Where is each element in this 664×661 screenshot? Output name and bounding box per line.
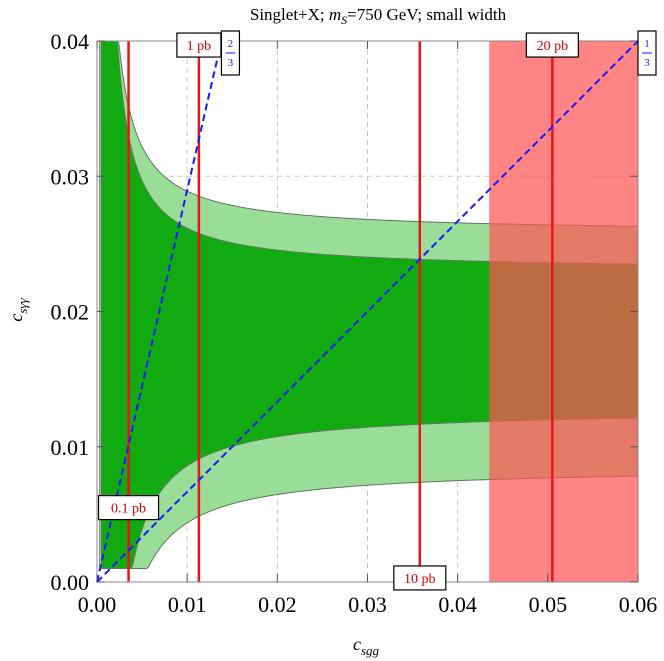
xsec-label-text: 0.1 pb bbox=[111, 502, 146, 517]
y-axis-title: csγγ bbox=[6, 297, 30, 321]
xsec-label-box: 10 pb bbox=[393, 565, 447, 591]
slope-label-box: 13 bbox=[637, 30, 657, 76]
x-tick-label: 0.05 bbox=[529, 592, 568, 617]
xsec-label-frame bbox=[393, 565, 447, 591]
slope-numerator: 2 bbox=[228, 38, 234, 50]
xsec-label-box: 1 pb bbox=[176, 32, 222, 58]
x-tick-label: 0.06 bbox=[619, 592, 658, 617]
y-tick-label: 0.02 bbox=[51, 300, 90, 325]
chart-title: Singlet+X; mS=750 GeV; small width bbox=[250, 5, 507, 27]
x-tick-label: 0.01 bbox=[168, 592, 207, 617]
slope-label-box: 23 bbox=[220, 30, 241, 76]
x-tick-label: 0.02 bbox=[258, 592, 297, 617]
excluded-region bbox=[489, 41, 638, 582]
xsec-label-text: 20 pb bbox=[537, 39, 569, 54]
xsec-label-text: 10 pb bbox=[404, 572, 436, 587]
slope-numerator: 1 bbox=[644, 38, 650, 50]
axes: 0.00 0.01 0.02 0.03 0.04 0.05 0.06 0.00 0.01 0.02… bbox=[51, 29, 658, 617]
xsec-label-frame bbox=[97, 495, 160, 521]
y-tick-label: 0.01 bbox=[51, 435, 90, 460]
excluded-region-rect bbox=[489, 41, 638, 582]
y-tick-label: 0.03 bbox=[51, 164, 90, 189]
xsec-label-box: 20 pb bbox=[525, 32, 579, 58]
x-axis-title: csgg bbox=[353, 634, 380, 658]
slope-denominator: 3 bbox=[644, 57, 650, 69]
slope-denominator: 3 bbox=[228, 57, 234, 69]
cross-section-lines bbox=[127, 41, 554, 582]
x-tick-label: 0.00 bbox=[78, 592, 117, 617]
ratio-line bbox=[96, 40, 223, 583]
ratio-lines bbox=[96, 40, 639, 583]
x-tick-label: 0.03 bbox=[348, 592, 387, 617]
xsec-label-text: 1 pb bbox=[187, 39, 212, 54]
y-tick-label: 0.00 bbox=[51, 570, 90, 595]
xsec-label-frame bbox=[525, 32, 579, 58]
x-tick-label: 0.04 bbox=[438, 592, 477, 617]
y-tick-label: 0.04 bbox=[51, 29, 90, 54]
ratio-line bbox=[96, 40, 639, 583]
xsec-label-box: 0.1 pb bbox=[97, 495, 160, 521]
